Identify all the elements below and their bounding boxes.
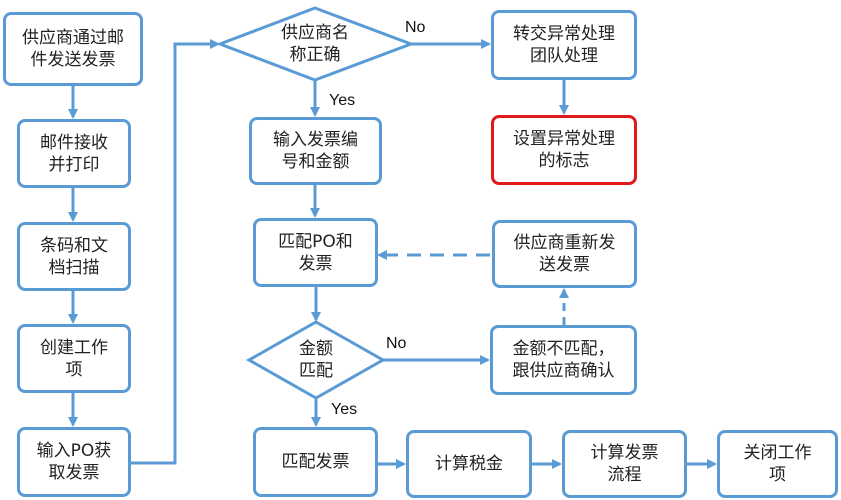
decision-text: 供应商名 称正确 [281,23,349,65]
node-label: 供应商通过邮 件发送发票 [22,28,124,70]
branch-label-no-mid: No [386,335,407,352]
node-match-invoice: 匹配发票 [253,427,378,497]
node-supplier-email-invoice: 供应商通过邮 件发送发票 [3,12,143,86]
node-calc-tax: 计算税金 [406,430,532,498]
branch-label-yes-top: Yes [329,92,356,109]
node-label: 输入PO获 取发票 [36,441,112,483]
node-mail-receive-print: 邮件接收 并打印 [17,119,131,188]
node-input-po: 输入PO获 取发票 [17,427,131,497]
branch-label-no-top: No [405,19,426,36]
node-label: 条码和文 档扫描 [40,235,108,278]
node-label: 输入发票编 号和金额 [273,130,358,172]
node-input-invoice-no-amount: 输入发票编 号和金额 [249,117,382,185]
node-label: 设置异常处理 的标志 [513,129,615,171]
node-barcode-scan: 条码和文 档扫描 [17,222,131,291]
node-close-work-item: 关闭工作 项 [717,430,838,498]
decision-supplier-name-label: 供应商名 称正确 [250,22,380,66]
decision-text: 金额 匹配 [299,339,333,381]
node-label: 金额不匹配， 跟供应商确认 [512,339,615,381]
node-label: 计算税金 [435,454,503,474]
node-set-exception-flag: 设置异常处理 的标志 [491,115,637,185]
branch-label-yes-mid: Yes [331,401,358,418]
node-create-work-item: 创建工作 项 [17,324,131,393]
node-label: 关闭工作 项 [743,443,812,485]
node-label: 匹配发票 [281,452,350,472]
node-label: 计算发票 流程 [590,443,659,485]
arrow-input-po-to-decision [131,39,220,465]
node-label: 匹配PO和 发票 [278,231,353,274]
node-transfer-exception-team: 转交异常处理 团队处理 [491,10,637,80]
node-label: 转交异常处理 团队处理 [513,24,615,66]
decision-amount-match-label: 金额 匹配 [266,338,366,382]
node-label: 邮件接收 并打印 [40,132,108,175]
node-label: 创建工作 项 [40,337,108,380]
node-calc-invoice-flow: 计算发票 流程 [562,430,687,498]
node-supplier-resend-invoice: 供应商重新发 送发票 [492,220,637,288]
node-label: 供应商重新发 送发票 [513,233,616,275]
node-match-po-invoice: 匹配PO和 发票 [253,218,378,287]
node-amount-mismatch-confirm: 金额不匹配， 跟供应商确认 [490,325,637,395]
